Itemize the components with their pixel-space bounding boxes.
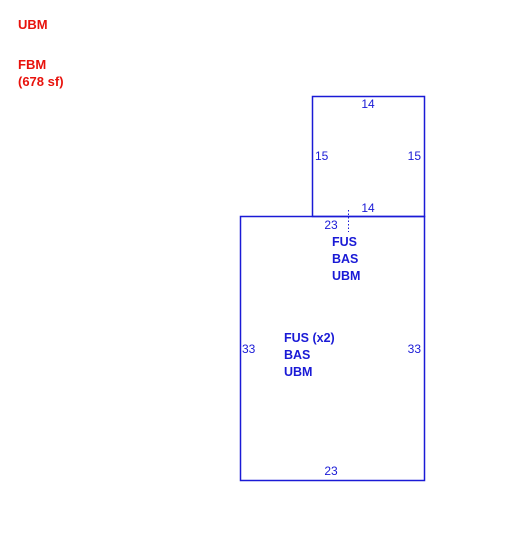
lower-room-dim-bottom: 23 xyxy=(324,464,338,478)
lower-room-area-codes: FUS (x2) BAS UBM xyxy=(284,331,335,379)
lower-room-dim-right: 33 xyxy=(408,342,422,356)
upper-room-area-codes: FUS BAS UBM xyxy=(332,235,360,283)
lower-room-code-1: FUS (x2) xyxy=(284,331,335,345)
upper-room-dim-top: 14 xyxy=(361,97,375,111)
upper-room-dim-right: 15 xyxy=(408,149,422,163)
lower-room-outline xyxy=(239,215,426,482)
legend-fbm-area: (678 sf) xyxy=(18,74,64,89)
lower-room-dim-top: 23 xyxy=(324,218,338,232)
lower-room-code-2: BAS xyxy=(284,348,310,362)
legend-fbm-label: FBM xyxy=(18,57,47,72)
lower-room-code-3: UBM xyxy=(284,365,312,379)
upper-room-code-3: UBM xyxy=(332,269,360,283)
upper-room-code-2: BAS xyxy=(332,252,358,266)
lower-room: 23 23 33 33 xyxy=(239,210,426,482)
upper-room-dim-left: 15 xyxy=(315,149,329,163)
upper-room-code-1: FUS xyxy=(332,235,357,249)
lower-room-dim-left: 33 xyxy=(242,342,256,356)
upper-room-dim-bottom: 14 xyxy=(361,201,375,215)
upper-room: 14 14 15 15 xyxy=(311,95,426,218)
legend-ubm-label: UBM xyxy=(18,17,48,32)
